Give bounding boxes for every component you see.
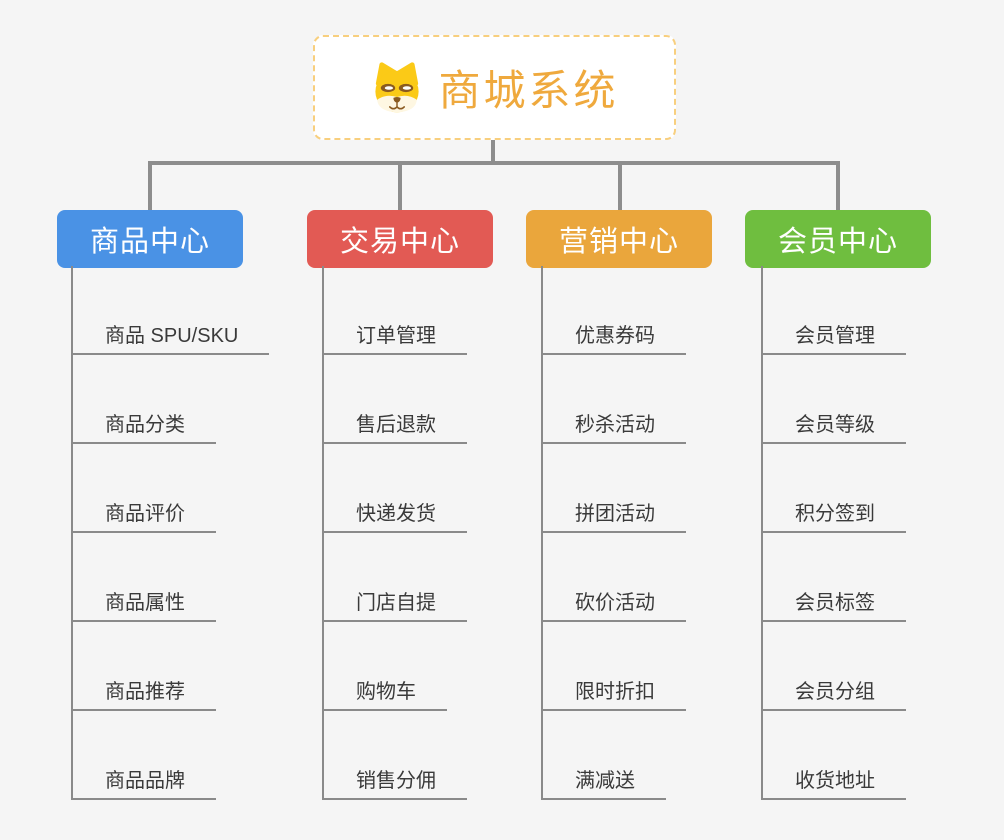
connector-stub-trade <box>398 161 402 210</box>
child-node-label: 商品评价 <box>105 503 185 525</box>
child-node-label: 砍价活动 <box>575 592 655 614</box>
child-node[interactable]: 会员分组 <box>763 622 906 711</box>
child-node-label: 会员分组 <box>795 681 875 703</box>
dog-face-icon <box>375 61 420 112</box>
connector-root-drop <box>491 139 495 163</box>
child-node-label: 限时折扣 <box>575 681 655 703</box>
child-node[interactable]: 商品评价 <box>73 444 216 533</box>
connector-rail <box>148 161 840 165</box>
child-node[interactable]: 订单管理 <box>324 266 467 355</box>
branch-children-marketing-center: 优惠券码 秒杀活动 拼团活动 砍价活动 限时折扣 满减送 <box>541 266 686 800</box>
child-node[interactable]: 售后退款 <box>324 355 467 444</box>
child-node[interactable]: 积分签到 <box>763 444 906 533</box>
connector-stub-member <box>836 161 840 210</box>
child-node-label: 满减送 <box>575 770 635 792</box>
child-node-label: 优惠券码 <box>575 325 655 347</box>
child-node-label: 商品 SPU/SKU <box>105 325 239 347</box>
child-node[interactable]: 门店自提 <box>324 533 467 622</box>
child-node-label: 秒杀活动 <box>575 414 655 436</box>
branch-node-member-center[interactable]: 会员中心 <box>745 210 931 268</box>
branch-node-trade-center[interactable]: 交易中心 <box>307 210 493 268</box>
child-node[interactable]: 限时折扣 <box>543 622 686 711</box>
child-node-label: 门店自提 <box>356 592 436 614</box>
child-node-label: 会员等级 <box>795 414 875 436</box>
branch-node-marketing-center[interactable]: 营销中心 <box>526 210 712 268</box>
child-node[interactable]: 秒杀活动 <box>543 355 686 444</box>
child-node-label: 会员标签 <box>795 592 875 614</box>
child-node-label: 销售分佣 <box>356 770 436 792</box>
child-node-label: 拼团活动 <box>575 503 655 525</box>
root-node[interactable]: 商城系统 <box>313 35 676 140</box>
child-node-label: 商品分类 <box>105 414 185 436</box>
child-node[interactable]: 优惠券码 <box>543 266 686 355</box>
child-node[interactable]: 商品分类 <box>73 355 216 444</box>
child-node-label: 积分签到 <box>795 503 875 525</box>
child-node-label: 购物车 <box>356 681 416 703</box>
child-node-label: 会员管理 <box>795 325 875 347</box>
branch-children-trade-center: 订单管理 售后退款 快递发货 门店自提 购物车 销售分佣 <box>322 266 467 800</box>
child-node-label: 售后退款 <box>356 414 436 436</box>
connector-stub-marketing <box>618 161 622 210</box>
child-node[interactable]: 砍价活动 <box>543 533 686 622</box>
branch-node-product-center[interactable]: 商品中心 <box>57 210 243 268</box>
child-node[interactable]: 快递发货 <box>324 444 467 533</box>
child-node[interactable]: 销售分佣 <box>324 711 467 800</box>
child-node[interactable]: 商品推荐 <box>73 622 216 711</box>
child-node-label: 商品推荐 <box>105 681 185 703</box>
child-node[interactable]: 会员标签 <box>763 533 906 622</box>
child-node-label: 订单管理 <box>356 325 436 347</box>
branch-children-product-center: 商品 SPU/SKU 商品分类 商品评价 商品属性 商品推荐 商品品牌 <box>71 266 270 800</box>
child-node-label: 收货地址 <box>795 770 875 792</box>
connector-stub-product <box>148 161 152 210</box>
child-node[interactable]: 商品品牌 <box>73 711 216 800</box>
child-node[interactable]: 购物车 <box>324 622 447 711</box>
child-node[interactable]: 商品 SPU/SKU <box>73 266 270 355</box>
child-node-label: 商品品牌 <box>105 770 185 792</box>
child-node[interactable]: 商品属性 <box>73 533 216 622</box>
child-node[interactable]: 拼团活动 <box>543 444 686 533</box>
root-node-label: 商城系统 <box>438 67 619 114</box>
child-node[interactable]: 会员管理 <box>763 266 906 355</box>
branch-children-member-center: 会员管理 会员等级 积分签到 会员标签 会员分组 收货地址 <box>761 266 906 800</box>
child-node[interactable]: 收货地址 <box>763 711 906 800</box>
child-node-label: 快递发货 <box>356 503 436 525</box>
child-node[interactable]: 会员等级 <box>763 355 906 444</box>
child-node[interactable]: 满减送 <box>543 711 666 800</box>
child-node-label: 商品属性 <box>105 592 185 614</box>
